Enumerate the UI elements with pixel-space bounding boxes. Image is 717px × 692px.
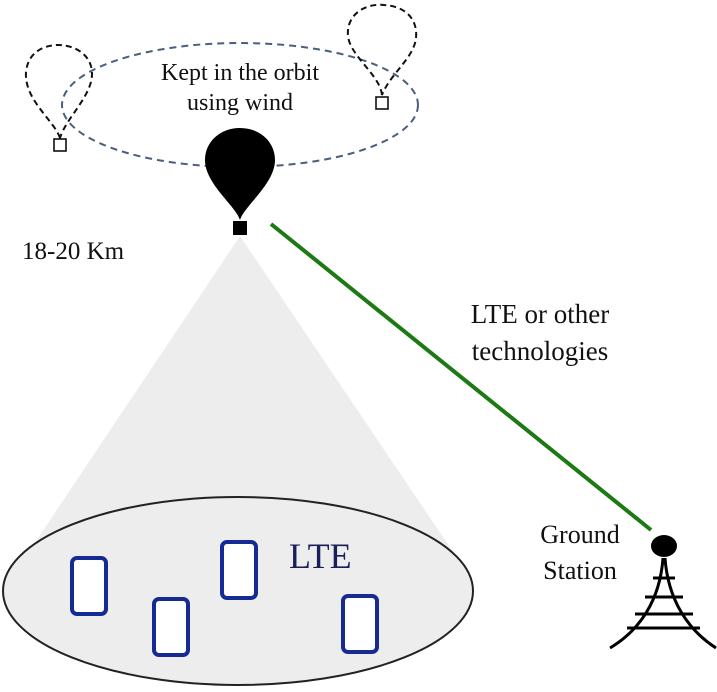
phone-icon (152, 597, 190, 657)
ground-station-label: Ground Station (520, 517, 640, 589)
coverage-cone (10, 236, 472, 580)
orbit-label: Kept in the orbit using wind (120, 58, 360, 118)
phone-icon (341, 594, 379, 654)
balloon-outline-left (24, 43, 94, 152)
ground-station-label-line2: Station (543, 556, 617, 585)
link-label: LTE or other technologies (440, 296, 640, 370)
phone-icon (220, 540, 258, 600)
ground-station-label-line1: Ground (540, 520, 620, 549)
link-label-line1: LTE or other (470, 299, 610, 329)
coverage-label: LTE (289, 536, 352, 576)
phone-icon (70, 556, 108, 616)
balloon-outline-right (346, 3, 418, 110)
altitude-label: 18-20 Km (22, 238, 125, 265)
orbit-label-line1: Kept in the orbit (161, 60, 319, 86)
balloon-icon (205, 128, 275, 235)
link-label-line2: technologies (471, 336, 609, 366)
orbit-path (61, 42, 419, 168)
lte-link-line (269, 222, 653, 532)
orbit-label-line2: using wind (186, 90, 293, 116)
ground-station-tower-icon (609, 535, 717, 650)
